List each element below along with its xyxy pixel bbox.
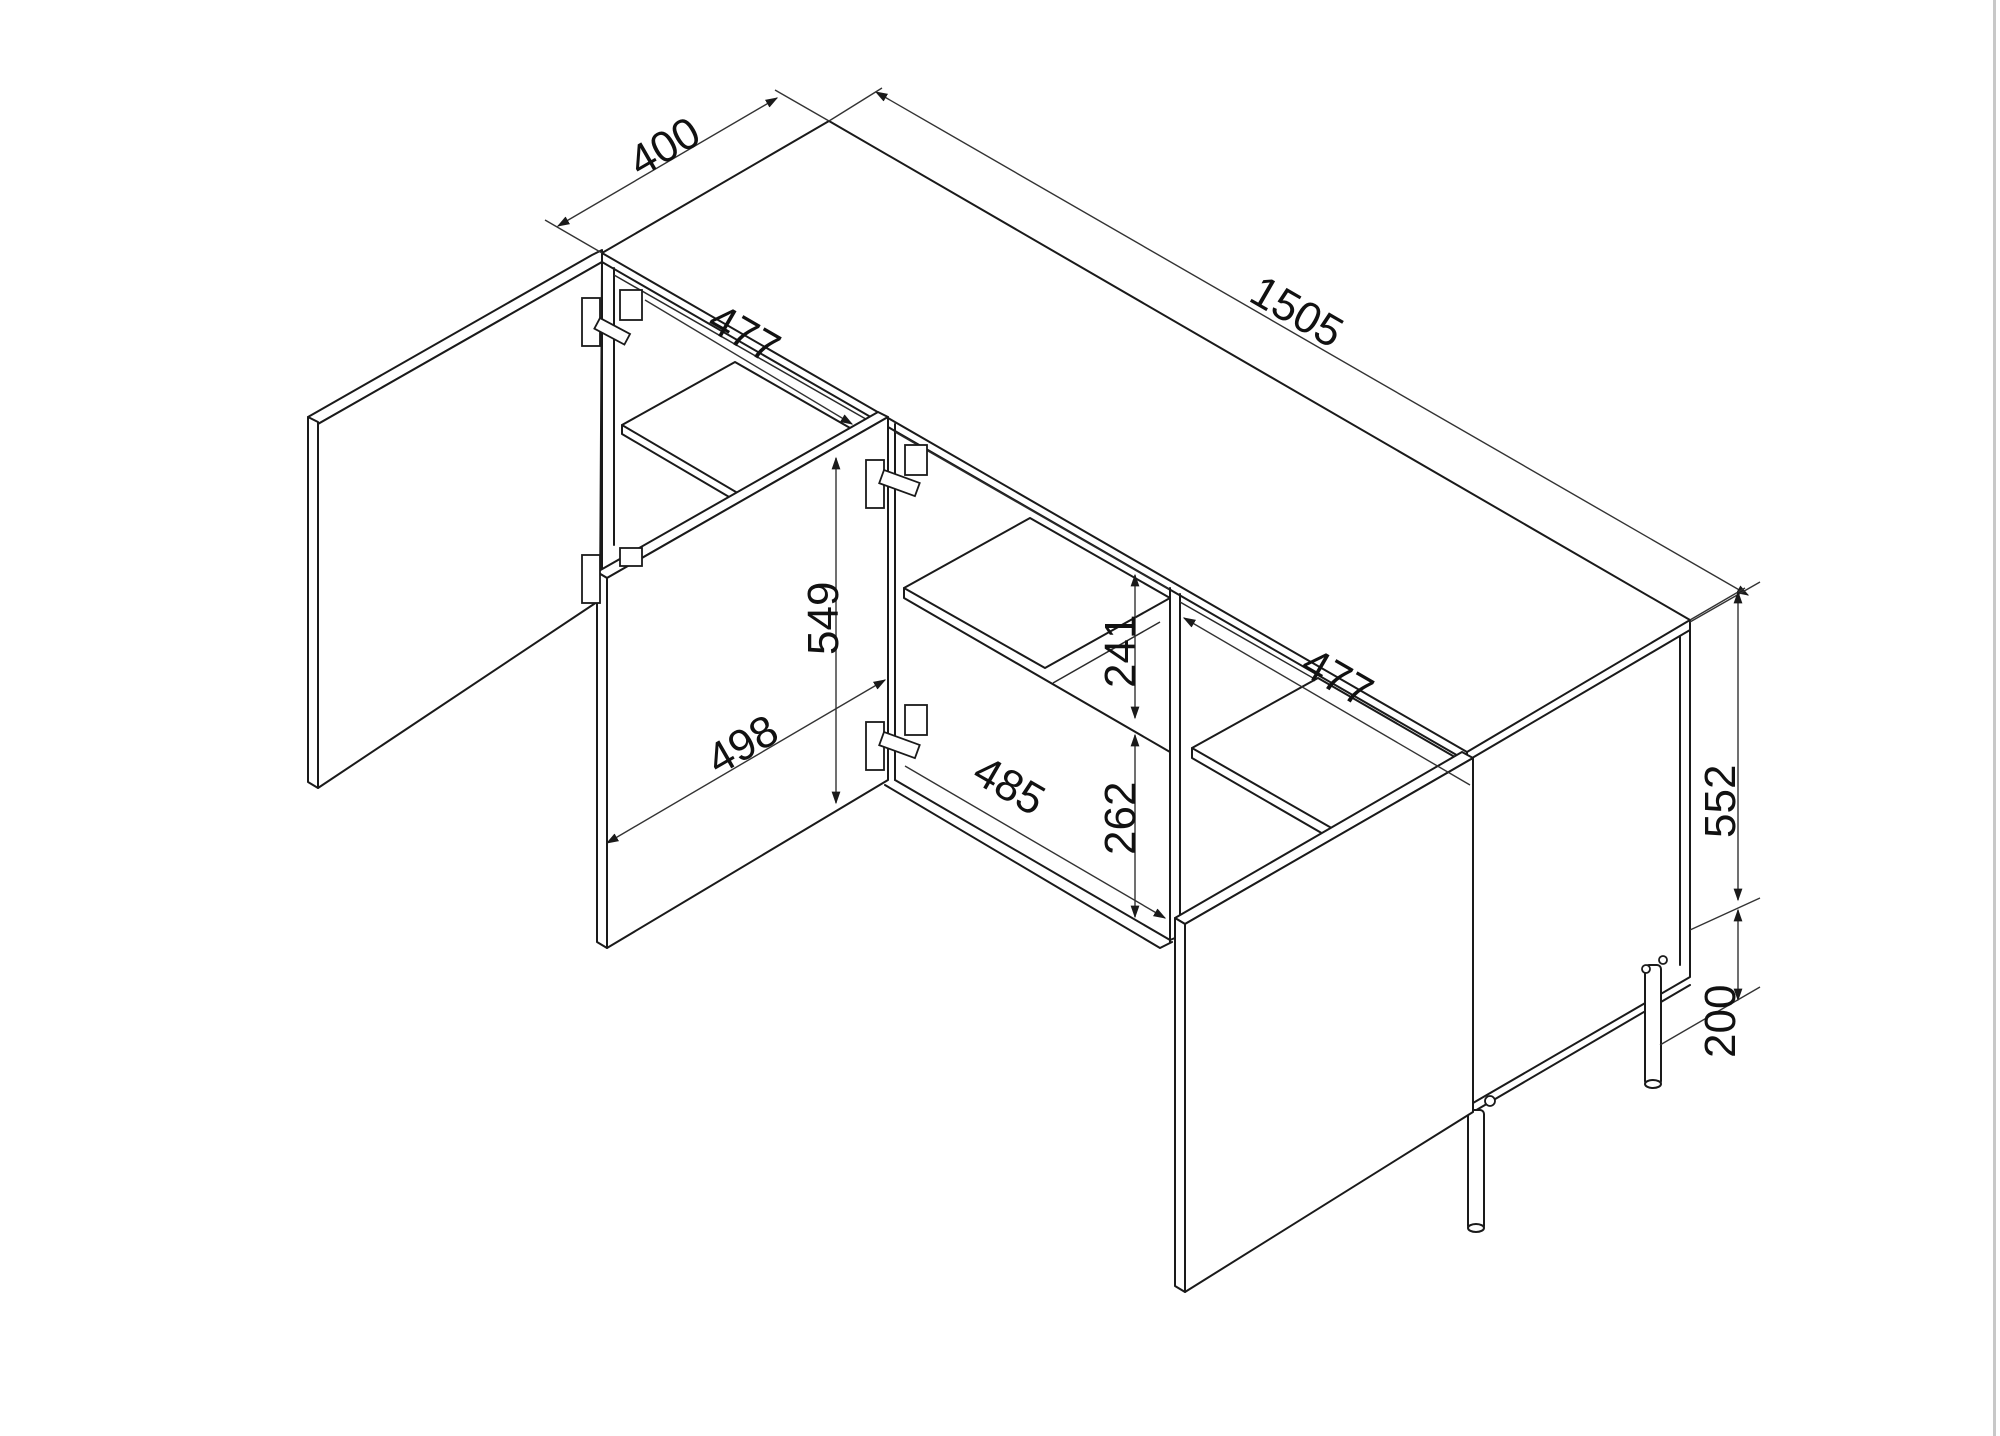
dim-552-label: 552: [1696, 765, 1745, 838]
dim-200-label: 200: [1696, 985, 1745, 1058]
hinge-bottom-left: [581, 547, 643, 604]
dim-485-label: 485: [965, 746, 1053, 825]
dim-549-label: 549: [799, 582, 848, 655]
dim-1505-label: 1505: [1242, 266, 1351, 357]
window-edge: [1993, 0, 1996, 1436]
dim-400-label: 400: [621, 108, 709, 187]
dimension-lines: [544, 87, 1761, 1046]
legs: [1467, 955, 1668, 1233]
dim-262-label: 262: [1096, 782, 1145, 855]
hinge-top-left: [581, 289, 643, 347]
right-door: [1174, 751, 1474, 1293]
middle-door: [596, 411, 889, 949]
dim-241-label: 241: [1096, 615, 1145, 688]
left-door: [307, 249, 603, 789]
